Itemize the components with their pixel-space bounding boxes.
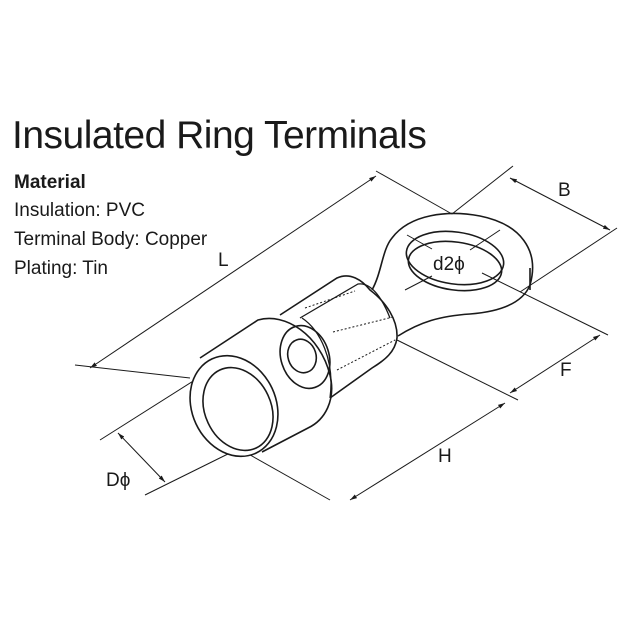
dim-B	[509, 177, 611, 231]
label-d2: d2ϕ	[433, 254, 465, 275]
barrel-front	[189, 354, 279, 458]
dimension-labels: L B F H Dϕ d2ϕ	[106, 180, 572, 491]
barrel	[189, 317, 333, 458]
ring-hole-top	[405, 230, 505, 286]
ring-hole	[407, 240, 503, 292]
barrel-opening	[202, 366, 274, 452]
dim-F	[509, 334, 601, 394]
ext-L-bottom	[74, 364, 191, 379]
ring-tongue	[371, 212, 534, 337]
ext-B-top	[451, 165, 514, 215]
ext-D-top	[99, 377, 199, 441]
ext-L-top	[375, 170, 453, 215]
label-L: L	[218, 250, 229, 271]
label-H: H	[438, 446, 452, 467]
dim-H	[349, 402, 506, 501]
label-B: B	[558, 180, 571, 201]
ring-outline	[371, 212, 534, 337]
label-D: Dϕ	[106, 470, 130, 491]
dim-D	[117, 432, 166, 483]
sleeve-hole	[286, 338, 318, 374]
ext-F-bottom	[396, 339, 519, 401]
material-plating: Plating: Tin	[14, 258, 108, 279]
page-title: Insulated Ring Terminals	[12, 114, 427, 157]
ext-F-top	[481, 272, 609, 336]
dimension-lines	[74, 165, 618, 501]
ext-H	[235, 446, 331, 501]
dim-L	[89, 175, 377, 369]
material-heading: Material	[14, 172, 86, 193]
ext-D-bottom	[144, 447, 241, 496]
ext-B-bottom	[519, 227, 618, 293]
label-F: F	[560, 360, 572, 381]
insulation-sleeve	[279, 275, 398, 399]
